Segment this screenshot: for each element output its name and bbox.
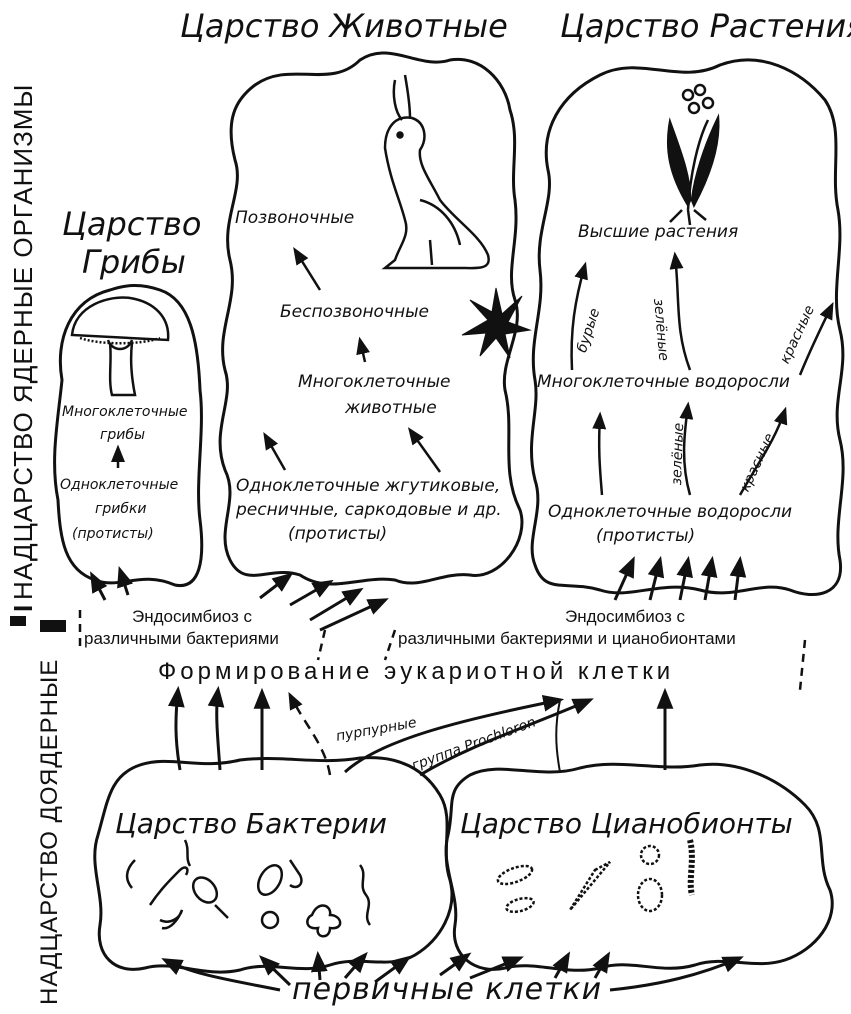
- lily-illustration: [668, 85, 718, 225]
- fungi-multicellular-line1: Многоклеточные: [62, 405, 188, 419]
- side-lower-label: НАДЦАРСТВО ДОЯДЕРНЫЕ: [38, 659, 62, 1005]
- kingdom-cyanobionts-title: Царство Цианобионты: [460, 810, 793, 838]
- animals-unicellular-line3: (протисты): [288, 526, 387, 543]
- mushroom-illustration: [72, 297, 168, 395]
- animals-invertebrates: Беспозвоночные: [280, 304, 429, 321]
- endosymbiosis-left-line2: различными бактериями: [84, 630, 279, 647]
- kingdom-fungi-title-line1: Царство: [62, 208, 201, 240]
- kingdom-plants-title: Царство Растения: [560, 10, 851, 42]
- plants-green-lower-label: зелёные: [670, 423, 686, 486]
- endosymbiosis-right-line2: различными бактериями и цианобионтами: [398, 630, 736, 647]
- fungi-unicellular-line2: грибки: [95, 502, 147, 516]
- lower-numeral-bar: [40, 620, 66, 632]
- animals-unicellular-line1: Одноклеточные жгутиковые,: [236, 478, 500, 495]
- cyanobiont-cells: [496, 840, 692, 914]
- animals-multicellular-line1: Многоклеточные: [298, 374, 450, 391]
- animals-unicellular-line2: ресничные, саркодовые и др.: [236, 502, 502, 519]
- endosymbiosis-right-line1: Эндосимбиоз с: [565, 608, 685, 625]
- animals-multicellular-line2: животные: [345, 400, 437, 417]
- kingdom-animals-title: Царство Животные: [180, 10, 508, 42]
- animals-vertebrates: Позвоночные: [235, 210, 354, 227]
- upper-numeral-bar: [10, 616, 26, 626]
- hare-illustration: [385, 75, 489, 268]
- eukaryotic-cell-formation: Формирование эукариотной клетки: [158, 660, 674, 684]
- cyanobionts-boundary: [446, 764, 832, 970]
- plants-unicellular-line2: (протисты): [596, 528, 695, 545]
- primary-cells-label: первичные клетки: [292, 975, 602, 1005]
- fungi-multicellular-line2: грибы: [100, 428, 145, 442]
- plants-unicellular-line1: Одноклеточные водоросли: [548, 504, 792, 521]
- endosymbiosis-left-line1: Эндосимбиоз с: [132, 608, 252, 625]
- kingdom-bacteria-title: Царство Бактерии: [115, 810, 387, 838]
- side-upper-numeral: I: [10, 605, 36, 612]
- plants-multicellular-algae: Многоклеточные водоросли: [537, 374, 790, 391]
- plants-higher: Высшие растения: [578, 224, 738, 241]
- fungi-unicellular-line3: (протисты): [72, 527, 154, 541]
- fungi-unicellular-line1: Одноклеточные: [60, 478, 178, 492]
- starfish-illustration: [462, 288, 530, 358]
- side-upper-label: НАДЦАРСТВО ЯДЕРНЫЕ ОРГАНИЗМЫ: [10, 84, 36, 600]
- kingdom-fungi-title-line2: Грибы: [82, 246, 186, 278]
- bacteria-cells: [127, 840, 370, 936]
